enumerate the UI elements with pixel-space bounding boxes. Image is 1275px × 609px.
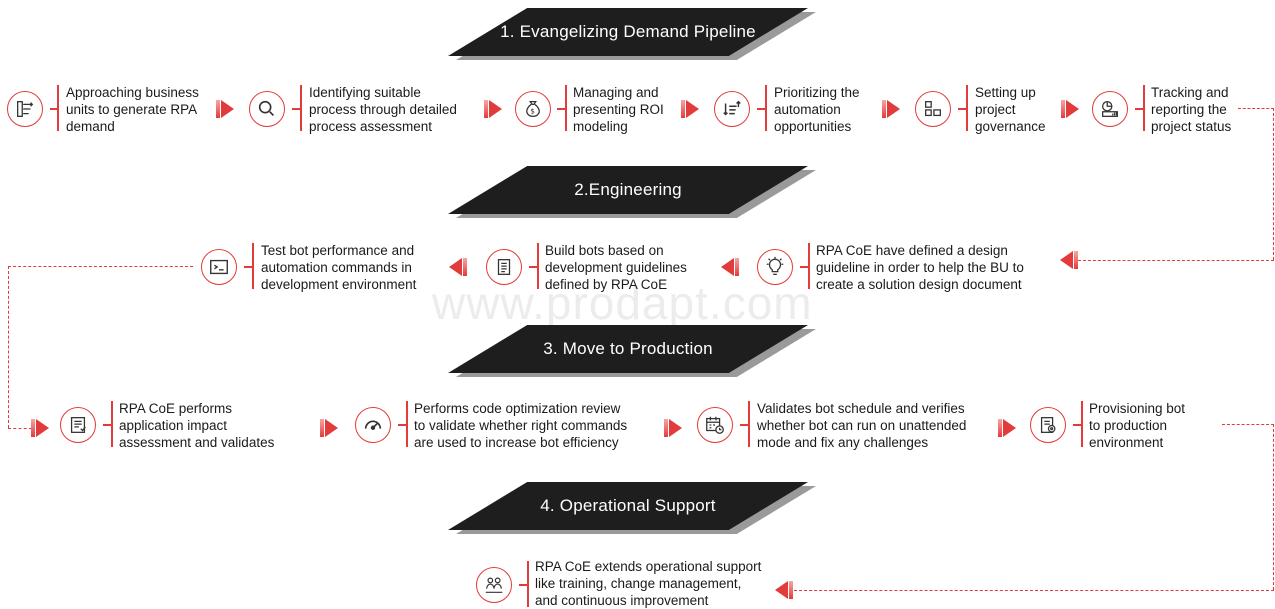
phase-banner-4: 4. Operational Support: [448, 482, 816, 534]
gauge-icon: [355, 407, 391, 443]
connector-line: [1273, 108, 1274, 260]
watermark: www.prodapt.com: [432, 277, 813, 329]
phase-banner-1: 1. Evangelizing Demand Pipeline: [448, 8, 816, 60]
flow-arrow: [1061, 100, 1079, 118]
flow-arrow: [216, 100, 234, 118]
phase-title-2: 2.Engineering: [574, 180, 682, 199]
flow-arrow: [681, 100, 699, 118]
phase-title-4: 4. Operational Support: [540, 496, 716, 515]
sort-list-icon: [714, 91, 750, 127]
support-team-icon: [476, 567, 512, 603]
connector-line: [8, 266, 9, 428]
calendar-clock-icon: [697, 407, 733, 443]
phase-title-1: 1. Evangelizing Demand Pipeline: [500, 22, 756, 41]
settings-doc-icon: [1030, 407, 1066, 443]
flow-arrow: [721, 258, 739, 276]
connector-line: [8, 266, 193, 267]
money-bag-icon: $: [515, 91, 551, 127]
connector-line: [1273, 424, 1274, 590]
blocks-icon: [915, 91, 951, 127]
connector-line: [794, 590, 1274, 591]
flow-arrow: [664, 419, 682, 437]
flow-arrow: [775, 581, 793, 599]
phase-title-3: 3. Move to Production: [543, 339, 713, 358]
checklist-icon: [60, 407, 96, 443]
flow-arrow: [31, 419, 49, 437]
terminal-icon: [201, 249, 237, 285]
search-icon: [249, 91, 285, 127]
phase-banner-2: 2.Engineering: [448, 166, 816, 218]
connector-line: [1078, 260, 1274, 261]
flow-arrow: [998, 419, 1016, 437]
connector-line: [1238, 108, 1274, 109]
phase-banner-3: 3. Move to Production: [448, 325, 816, 377]
flow-arrow: [484, 100, 502, 118]
connector-line: [1222, 424, 1274, 425]
document-icon: [486, 249, 522, 285]
flow-arrow: [1060, 251, 1078, 269]
flow-arrow: [320, 419, 338, 437]
report-chart-icon: [1092, 91, 1128, 127]
connector-line: [8, 428, 32, 429]
flow-arrow: [449, 258, 467, 276]
flow-arrow: [882, 100, 900, 118]
lightbulb-icon: [757, 249, 793, 285]
pipeline-icon: [7, 91, 43, 127]
svg-text:$: $: [530, 107, 535, 116]
